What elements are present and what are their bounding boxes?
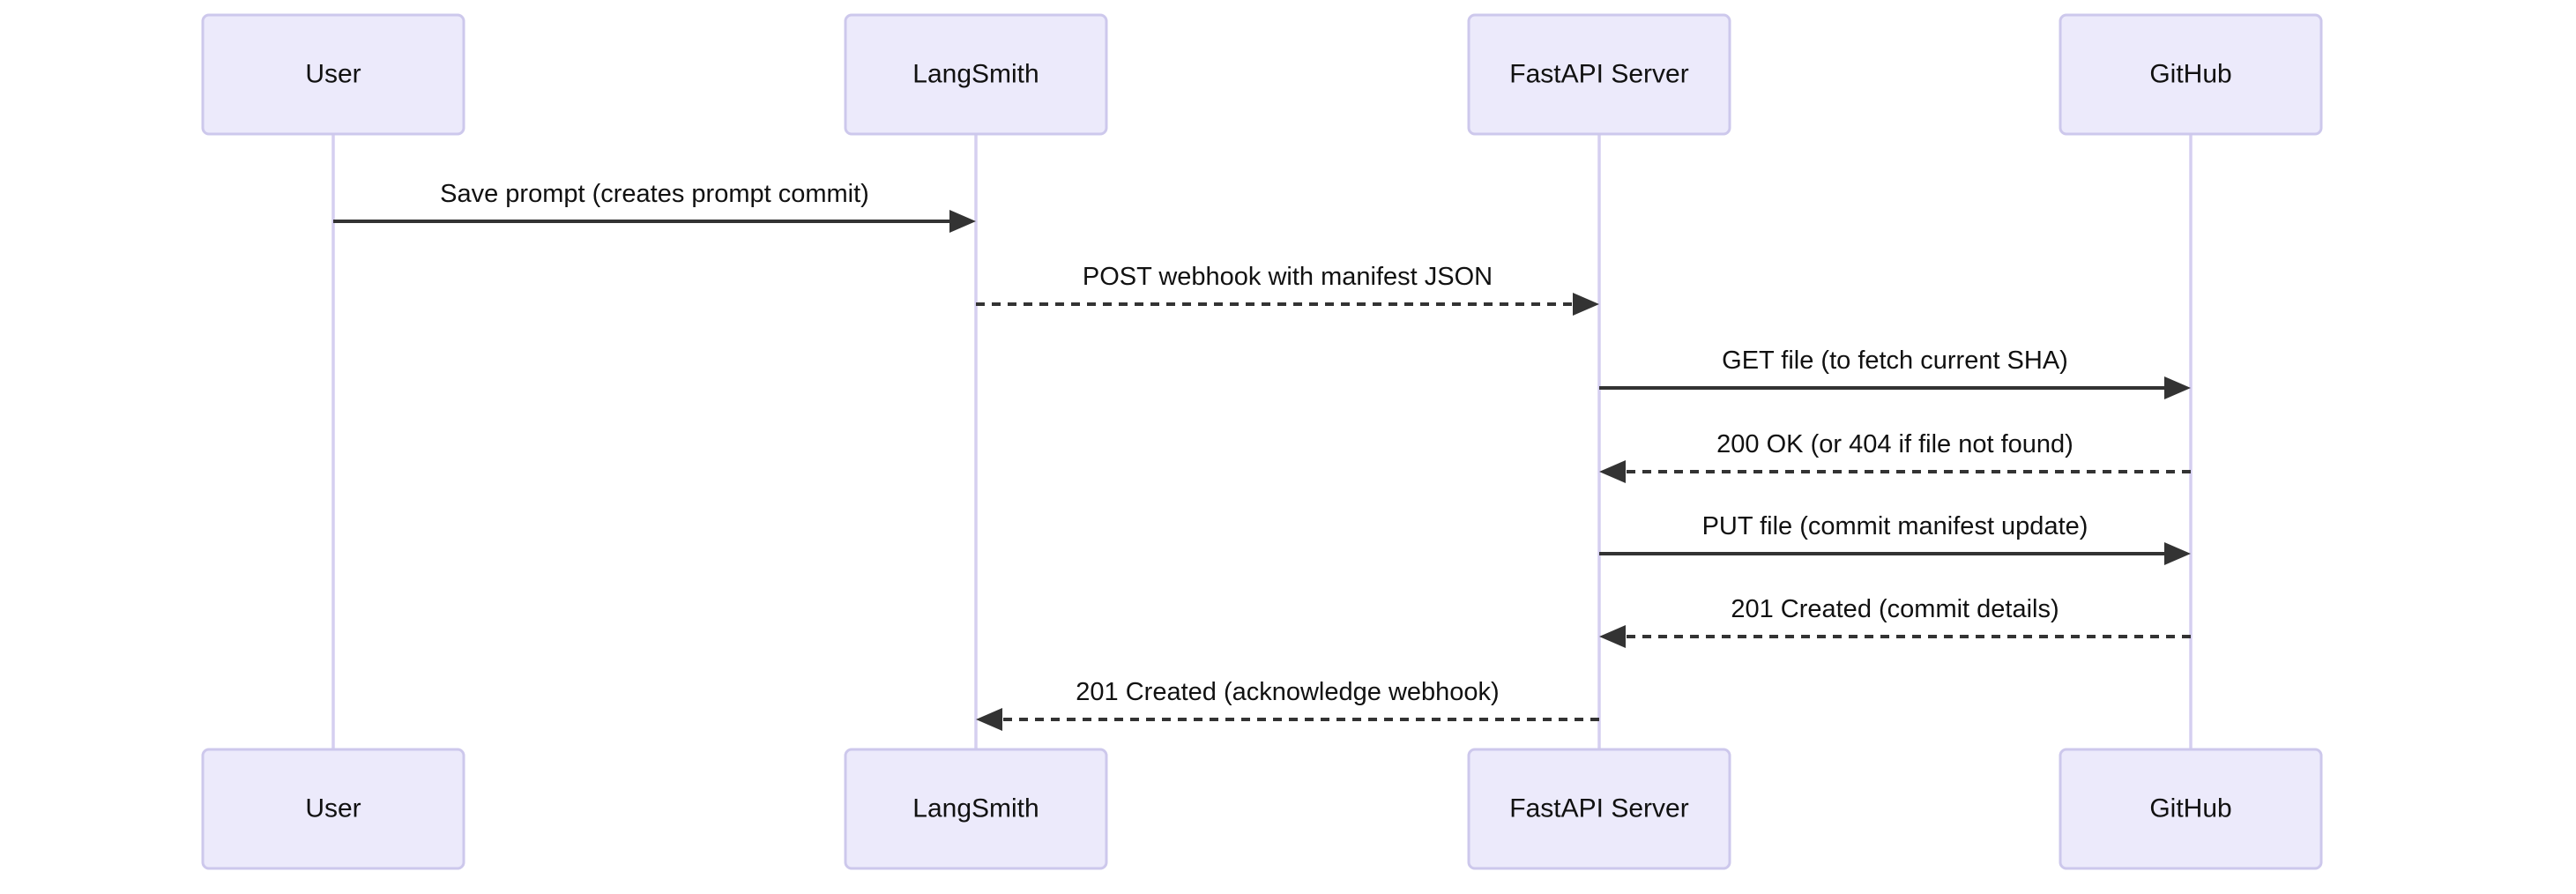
message-label-1: Save prompt (creates prompt commit) <box>440 180 869 208</box>
actor-box-github <box>2059 748 2323 870</box>
actor-boxes-top: User LangSmith FastAPI Server GitHub <box>201 13 2323 136</box>
actor-label-user: User <box>305 59 361 88</box>
actor-label-langsmith: LangSmith <box>912 793 1039 823</box>
message-arrowhead-7 <box>976 708 1002 731</box>
message-label-3: GET file (to fetch current SHA) <box>1722 346 2068 375</box>
actor-boxes-bottom: User LangSmith FastAPI Server GitHub <box>201 748 2323 870</box>
message-6-github-to-fastapi[interactable]: 201 Created (commit details) <box>1599 595 2191 648</box>
message-label-5: PUT file (commit manifest update) <box>1702 512 2088 540</box>
message-label-6: 201 Created (commit details) <box>1731 595 2059 623</box>
actor-label-langsmith: LangSmith <box>912 59 1039 88</box>
actor-user-top[interactable]: User <box>201 13 465 136</box>
message-3-fastapi-to-github[interactable]: GET file (to fetch current SHA) <box>1599 346 2191 399</box>
actor-box-user <box>201 748 465 870</box>
message-arrowhead-5 <box>2164 542 2191 565</box>
message-label-7: 201 Created (acknowledge webhook) <box>1076 678 1499 706</box>
actor-box-fastapi <box>1467 13 1731 136</box>
actor-langsmith-top[interactable]: LangSmith <box>844 13 1108 136</box>
actor-label-fastapi: FastAPI Server <box>1509 793 1688 823</box>
actor-user-bottom[interactable]: User <box>201 748 465 870</box>
message-label-2: POST webhook with manifest JSON <box>1083 263 1493 291</box>
actor-box-github <box>2059 13 2323 136</box>
actor-github-bottom[interactable]: GitHub <box>2059 748 2323 870</box>
message-arrowhead-1 <box>949 210 976 233</box>
actor-box-fastapi <box>1467 748 1731 870</box>
actor-label-github: GitHub <box>2149 793 2231 823</box>
actor-github-top[interactable]: GitHub <box>2059 13 2323 136</box>
actor-box-langsmith <box>844 13 1108 136</box>
lifelines-group <box>331 134 2193 749</box>
message-5-fastapi-to-github[interactable]: PUT file (commit manifest update) <box>1599 512 2191 565</box>
message-arrowhead-3 <box>2164 376 2191 399</box>
message-arrowhead-2 <box>1573 293 1599 316</box>
actor-fastapi-bottom[interactable]: FastAPI Server <box>1467 748 1731 870</box>
messages-group: Save prompt (creates prompt commit) POST … <box>333 180 2191 731</box>
actor-box-user <box>201 13 465 136</box>
actor-label-github: GitHub <box>2149 59 2231 88</box>
actor-langsmith-bottom[interactable]: LangSmith <box>844 748 1108 870</box>
message-label-4: 200 OK (or 404 if file not found) <box>1716 430 2073 458</box>
message-arrowhead-6 <box>1599 625 1626 648</box>
actor-label-fastapi: FastAPI Server <box>1509 59 1688 88</box>
message-7-fastapi-to-langsmith[interactable]: 201 Created (acknowledge webhook) <box>976 678 1599 731</box>
message-2-langsmith-to-fastapi[interactable]: POST webhook with manifest JSON <box>976 263 1599 316</box>
message-1-user-to-langsmith[interactable]: Save prompt (creates prompt commit) <box>333 180 976 233</box>
actor-box-langsmith <box>844 748 1108 870</box>
actor-fastapi-top[interactable]: FastAPI Server <box>1467 13 1731 136</box>
actor-label-user: User <box>305 793 361 823</box>
message-4-github-to-fastapi[interactable]: 200 OK (or 404 if file not found) <box>1599 430 2191 483</box>
message-arrowhead-4 <box>1599 460 1626 483</box>
